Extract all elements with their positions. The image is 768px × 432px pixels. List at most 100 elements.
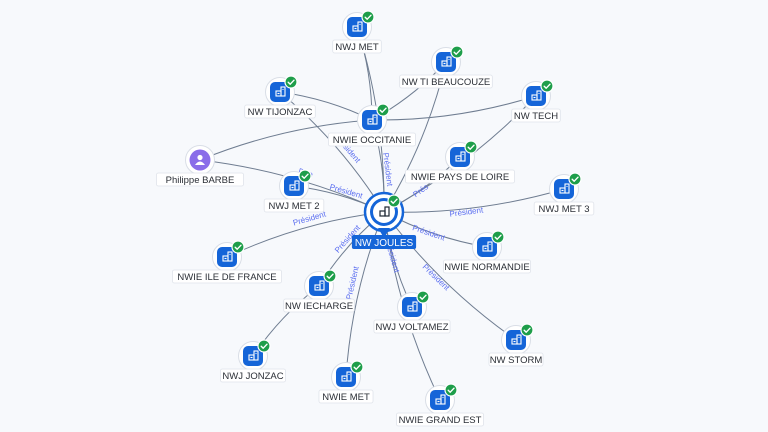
node-label-box: [318, 389, 374, 404]
node-label-box: [396, 412, 484, 427]
verified-check-icon: [520, 323, 534, 337]
graph-node-storm[interactable]: NW STORM: [488, 323, 544, 367]
node-label: NW STORM: [490, 355, 543, 366]
node-label-box: [328, 132, 416, 147]
verified-check-icon: [361, 10, 375, 24]
verified-check-icon: [284, 75, 298, 89]
node-label: NW IECHARGE: [285, 301, 353, 312]
node-label: NWIE MET: [322, 392, 370, 403]
verified-check-icon: [491, 230, 505, 244]
verified-check-icon: [231, 240, 245, 254]
center-pin-tip: [378, 228, 390, 238]
graph-node-occitanie[interactable]: NWIE OCCITANIE: [328, 103, 416, 147]
node-label-box: [533, 201, 595, 216]
node-label: NWJ MET 3: [538, 204, 589, 215]
verified-check-icon: [376, 103, 390, 117]
center-label-box: [351, 235, 417, 249]
node-label-box: [511, 108, 561, 123]
graph-node-iecharge[interactable]: NW IECHARGE: [283, 269, 355, 313]
edge-joules-met3: [383, 188, 565, 213]
node-label-box: [172, 269, 282, 284]
graph-node-nwie-met[interactable]: NWIE MET: [318, 360, 374, 404]
building-icon: [482, 241, 493, 252]
graph-node-normandie[interactable]: NWIE NORMANDIE: [443, 230, 531, 274]
edge-joules-nwie_met: [345, 211, 385, 378]
node-label-box: [399, 74, 493, 89]
building-icon: [367, 114, 378, 125]
node-label: NW TI BEAUCOUZE: [402, 77, 491, 88]
verified-check-icon: [298, 169, 312, 183]
building-icon: [441, 56, 452, 67]
graph-node-met3[interactable]: NWJ MET 3: [533, 172, 595, 216]
verified-check-icon: [444, 383, 458, 397]
node-label: NWJ MET: [335, 42, 378, 53]
graph-node-pays-loire[interactable]: NWIE PAYS DE LOIRE: [405, 140, 515, 184]
building-icon: [531, 90, 542, 101]
building-icon: [248, 350, 259, 361]
building-icon: [511, 334, 522, 345]
verified-check-icon: [568, 172, 582, 186]
graph-node-tech[interactable]: NW TECH: [511, 79, 561, 123]
edge-label: Président: [344, 265, 361, 301]
graph-node-voltamez[interactable]: NWJ VOLTAMEZ: [373, 290, 451, 334]
node-label: NWJ JONZAC: [222, 371, 283, 382]
node-label-box: [283, 298, 355, 313]
node-label: NW TECH: [514, 111, 558, 122]
verified-check-icon: [416, 290, 430, 304]
node-label-box: [156, 172, 244, 187]
center-label: NW JOULES: [355, 238, 414, 249]
graph-node-nwj-met[interactable]: NWJ MET: [332, 10, 382, 54]
building-icon: [341, 371, 352, 382]
graph-node-center[interactable]: NW JOULES: [351, 191, 417, 249]
verified-check-icon: [387, 194, 401, 208]
node-label: NW TIJONZAC: [248, 107, 313, 118]
node-label: NWIE GRAND EST: [399, 415, 482, 426]
building-icon: [289, 180, 300, 191]
graph-node-met2[interactable]: NWJ MET 2: [263, 169, 325, 213]
node-label: NWIE PAYS DE LOIRE: [411, 172, 509, 183]
node-label-box: [405, 169, 515, 184]
graph-node-ti-beaucouze[interactable]: NW TI BEAUCOUZE: [399, 45, 493, 89]
edge-joules-storm: [383, 211, 517, 341]
node-label-box: [244, 104, 316, 119]
building-icon: [407, 301, 418, 312]
verified-check-icon: [540, 79, 554, 93]
building-icon: [559, 183, 570, 194]
building-icon: [352, 21, 363, 32]
verified-check-icon: [257, 339, 271, 353]
node-label: NWIE ILE DE FRANCE: [177, 272, 276, 283]
edge-occitanie-tech: [371, 95, 537, 121]
verified-check-icon: [350, 360, 364, 374]
verified-check-icon: [464, 140, 478, 154]
person-icon: [195, 154, 205, 165]
edge-occitanie-barbe: [199, 119, 373, 161]
node-label: Philippe BARBE: [166, 175, 235, 186]
building-icon: [275, 86, 286, 97]
graph-node-barbe[interactable]: Philippe BARBE: [156, 145, 244, 187]
node-label-box: [373, 319, 451, 334]
building-icon: [222, 251, 233, 262]
building-icon: [379, 206, 390, 217]
node-label: NWJ VOLTAMEZ: [375, 322, 448, 333]
node-label-box: [332, 39, 382, 54]
node-label: NWIE NORMANDIE: [444, 262, 530, 273]
graph-node-ile-france[interactable]: NWIE ILE DE FRANCE: [172, 240, 282, 284]
edge-label: Président: [329, 182, 365, 200]
node-label-box: [263, 198, 325, 213]
node-label: NWJ MET 2: [268, 201, 319, 212]
node-label-box: [488, 352, 544, 367]
edge-label: Président: [381, 152, 394, 187]
graph-node-tijonzac[interactable]: NW TIJONZAC: [244, 75, 316, 119]
verified-check-icon: [323, 269, 337, 283]
building-icon: [314, 280, 325, 291]
node-label: NWIE OCCITANIE: [333, 135, 411, 146]
nodes-layer: NWJ MET NW TI BEAUCOUZE NW TIJONZAC NW TECH…: [156, 10, 595, 427]
node-label-box: [443, 259, 531, 274]
node-label-box: [220, 368, 286, 383]
graph-node-grand-est[interactable]: NWIE GRAND EST: [396, 383, 484, 427]
building-icon: [455, 151, 466, 162]
verified-check-icon: [450, 45, 464, 59]
building-icon: [435, 394, 446, 405]
graph-node-jonzac[interactable]: NWJ JONZAC: [220, 339, 286, 383]
